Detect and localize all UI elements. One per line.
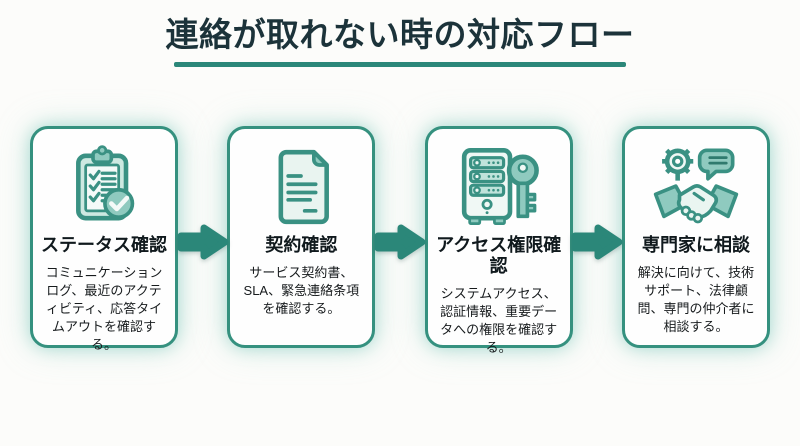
step-description: 解決に向けて、技術サポート、法律顧問、専門の仲介者に相談する。 bbox=[637, 265, 755, 335]
step-title: 契約確認 bbox=[265, 235, 338, 255]
flow-diagram: ステータス確認 コミュニケーションログ、最近のアクティビティ、応答タイムアウトを… bbox=[30, 126, 770, 355]
header: 連絡が取れない時の対応フロー bbox=[0, 0, 800, 67]
step-title: アクセス権限確認 bbox=[436, 235, 562, 277]
flow-connector bbox=[177, 126, 229, 348]
step-description: サービス契約書、SLA、緊急連絡条項を確認する。 bbox=[243, 265, 360, 317]
title-underline bbox=[174, 61, 626, 67]
page-title: 連絡が取れない時の対応フロー bbox=[165, 16, 635, 53]
step-title: 専門家に相談 bbox=[641, 235, 750, 255]
next-step-arrow-icon bbox=[177, 224, 229, 260]
handshake-consult-icon bbox=[652, 139, 740, 234]
step-description: コミュニケーションログ、最近のアクティビティ、応答タイムアウトを確認する。 bbox=[45, 265, 163, 352]
step-card-consult-expert: 専門家に相談 解決に向けて、技術サポート、法律顧問、専門の仲介者に相談する。 bbox=[621, 126, 770, 348]
server-key-icon bbox=[455, 139, 543, 234]
step-description: システムアクセス、認証情報、重要データへの権限を確認する。 bbox=[440, 286, 558, 356]
step-card-status-check: ステータス確認 コミュニケーションログ、最近のアクティビティ、応答タイムアウトを… bbox=[30, 126, 178, 352]
next-step-arrow-icon bbox=[571, 224, 623, 260]
contract-document-icon bbox=[257, 139, 345, 234]
flow-connector bbox=[374, 126, 426, 348]
step-card-contract-check: 契約確認 サービス契約書、SLA、緊急連絡条項を確認する。 bbox=[227, 126, 376, 348]
flow-connector bbox=[571, 126, 623, 348]
step-card-access-rights-check: アクセス権限確認 システムアクセス、認証情報、重要データへの権限を確認する。 bbox=[424, 126, 573, 355]
step-title: ステータス確認 bbox=[41, 235, 167, 255]
next-step-arrow-icon bbox=[374, 224, 426, 260]
clipboard-checklist-icon bbox=[60, 139, 148, 234]
